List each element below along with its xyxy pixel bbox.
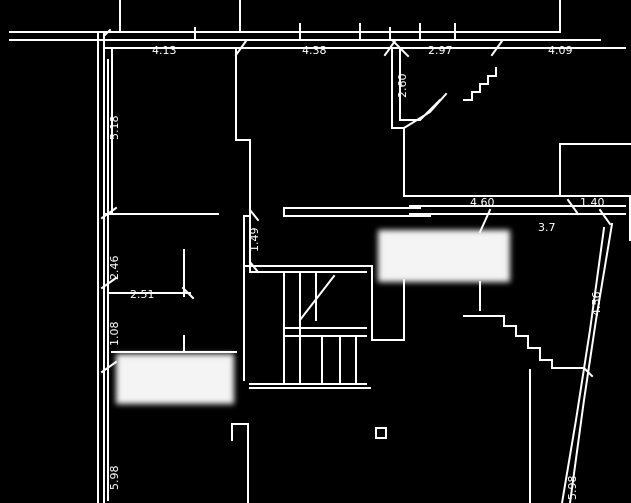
redacted-label-left [116, 354, 234, 404]
left-ticks [100, 206, 118, 374]
dim-left-1: 5.18 [108, 116, 121, 141]
dim-bottom-right: 5.98 [566, 476, 579, 501]
dim-ticks-top [102, 28, 504, 57]
left-room-walls [103, 47, 219, 215]
redacted-label-top [378, 230, 510, 282]
dim-top-1: 4.13 [152, 44, 177, 57]
lower-walls [231, 369, 531, 503]
dim-right-2: 1.40 [580, 196, 605, 209]
left-lower-wall [111, 335, 237, 353]
partition-wall [283, 207, 431, 217]
dim-right-3: 3.7 [538, 221, 556, 234]
lower-right-stair [463, 281, 594, 378]
dim-top-3: 2.97 [428, 44, 453, 57]
middle-wall [235, 47, 251, 381]
stair-dim [390, 38, 410, 58]
dim-left-3: 1.08 [108, 322, 121, 347]
dim-middle-height: 1.49 [248, 228, 261, 253]
outer-left-wall [97, 31, 105, 503]
center-stair [243, 265, 405, 389]
right-ticks [478, 198, 612, 234]
dim-stair-height: 2.60 [396, 74, 409, 99]
dim-left-4: 5.98 [108, 466, 121, 491]
dim-left-2: 2.46 [108, 256, 121, 281]
upper-stair [391, 47, 448, 197]
small-column [375, 427, 387, 439]
dim-right-1: 4.60 [470, 196, 495, 209]
room-251-dim [107, 249, 195, 300]
top-ticks [119, 0, 561, 41]
right-box [409, 143, 631, 241]
small-stair [463, 67, 497, 101]
dim-right-vertical: 4.56 [590, 292, 603, 317]
stair-landing [283, 274, 367, 337]
right-dim-line [409, 205, 626, 215]
dim-room-width: 2.51 [130, 288, 155, 301]
dim-top-4: 4.09 [548, 44, 573, 57]
dim-top-2: 4.38 [302, 44, 327, 57]
right-diagonal-wall [560, 222, 614, 503]
